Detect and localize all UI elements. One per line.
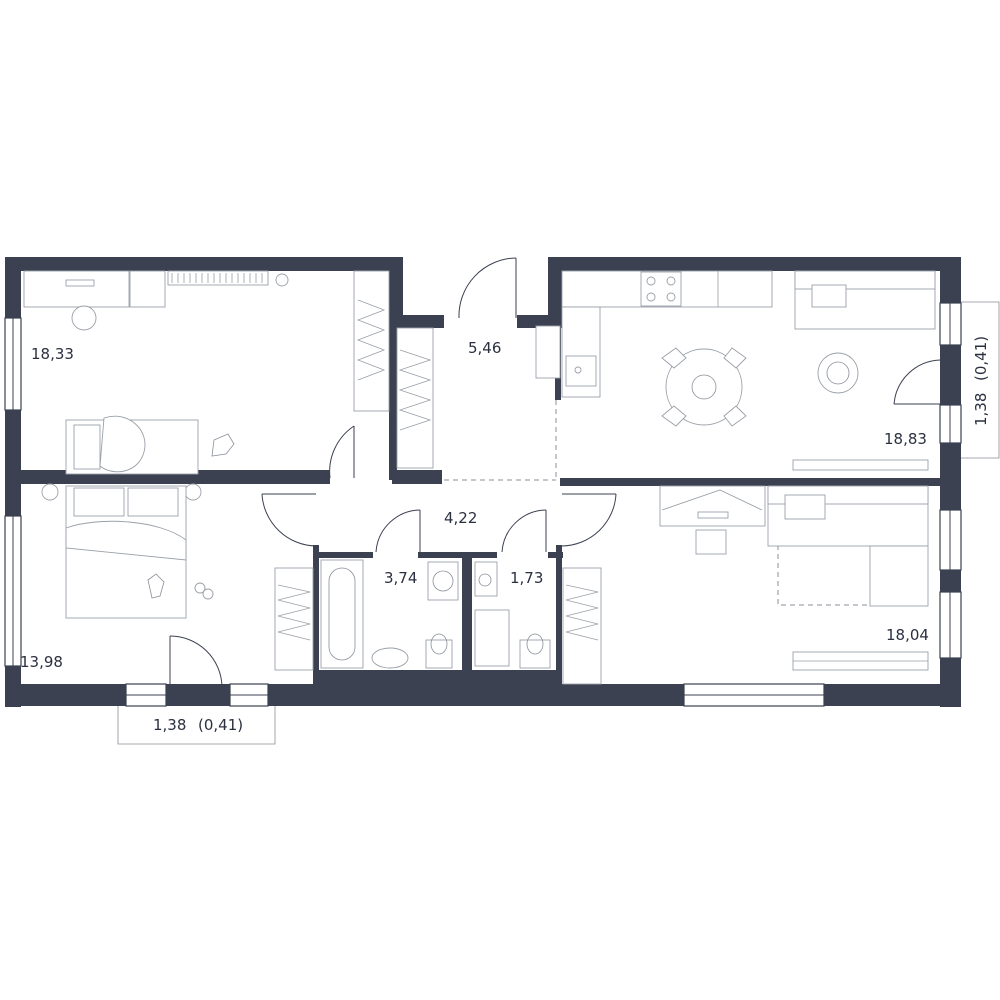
zone-lines <box>444 400 870 606</box>
room-area-kitchen-living: 18,83 <box>884 430 927 448</box>
room-area-living-room: 18,04 <box>886 626 929 644</box>
doors <box>169 257 941 687</box>
balcony-area-bottom: 1,38 <box>153 716 186 734</box>
windows <box>4 302 962 707</box>
room-area-bedroom-1: 18,33 <box>31 345 74 363</box>
room-area-bathroom: 3,74 <box>384 569 417 587</box>
balcony-outlines <box>117 301 1000 745</box>
room-area-corridor: 4,22 <box>444 509 477 527</box>
balcony-reduced-area-right: (0,41) <box>972 336 990 381</box>
room-area-hallway: 5,46 <box>468 339 501 357</box>
furniture <box>23 270 936 685</box>
balcony-area-right: 1,38 <box>972 393 990 426</box>
balcony-label-right: 1,38 (0,41) <box>972 336 990 426</box>
area-labels: 18,33 5,46 18,83 4,22 3,74 1,73 13,98 18… <box>20 336 990 734</box>
balcony-reduced-area-bottom: (0,41) <box>198 716 243 734</box>
room-area-bedroom-2: 13,98 <box>20 653 63 671</box>
room-area-wc: 1,73 <box>510 569 543 587</box>
